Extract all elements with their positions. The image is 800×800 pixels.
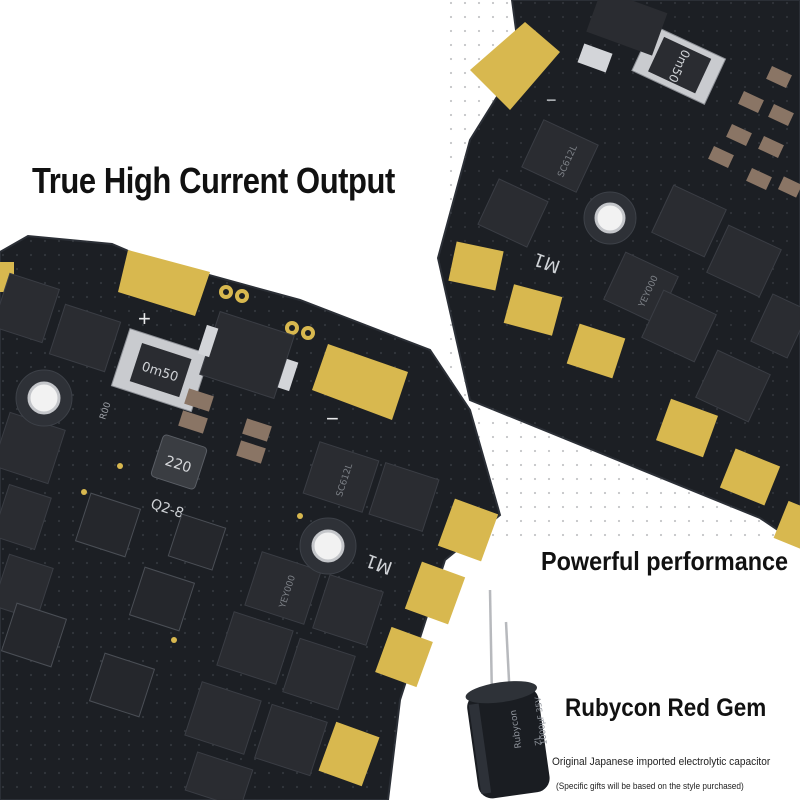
inductor-label: 220 bbox=[163, 453, 193, 476]
main-plus-sign: + bbox=[138, 306, 151, 331]
capacitor-title: Rubycon Red Gem bbox=[565, 694, 767, 722]
capacitor-description: Original Japanese imported electrolytic … bbox=[552, 756, 771, 768]
electrolytic-capacitor: Rubycon 1000µF 35V ZL bbox=[465, 589, 550, 799]
top-right-board: 0m50 − bbox=[436, 0, 800, 550]
main-board: + − 0m50 220 Q2-8 R00 bbox=[0, 234, 502, 800]
feature-performance-label: Powerful performance bbox=[541, 546, 789, 576]
capacitor-series-marking: ZL bbox=[533, 735, 543, 747]
main-minus-sign: − bbox=[326, 406, 339, 431]
headline: True High Current Output bbox=[32, 160, 395, 201]
top-minus-sign: − bbox=[546, 90, 557, 110]
capacitor-note: (Specific gifts will be based on the sty… bbox=[556, 781, 744, 791]
